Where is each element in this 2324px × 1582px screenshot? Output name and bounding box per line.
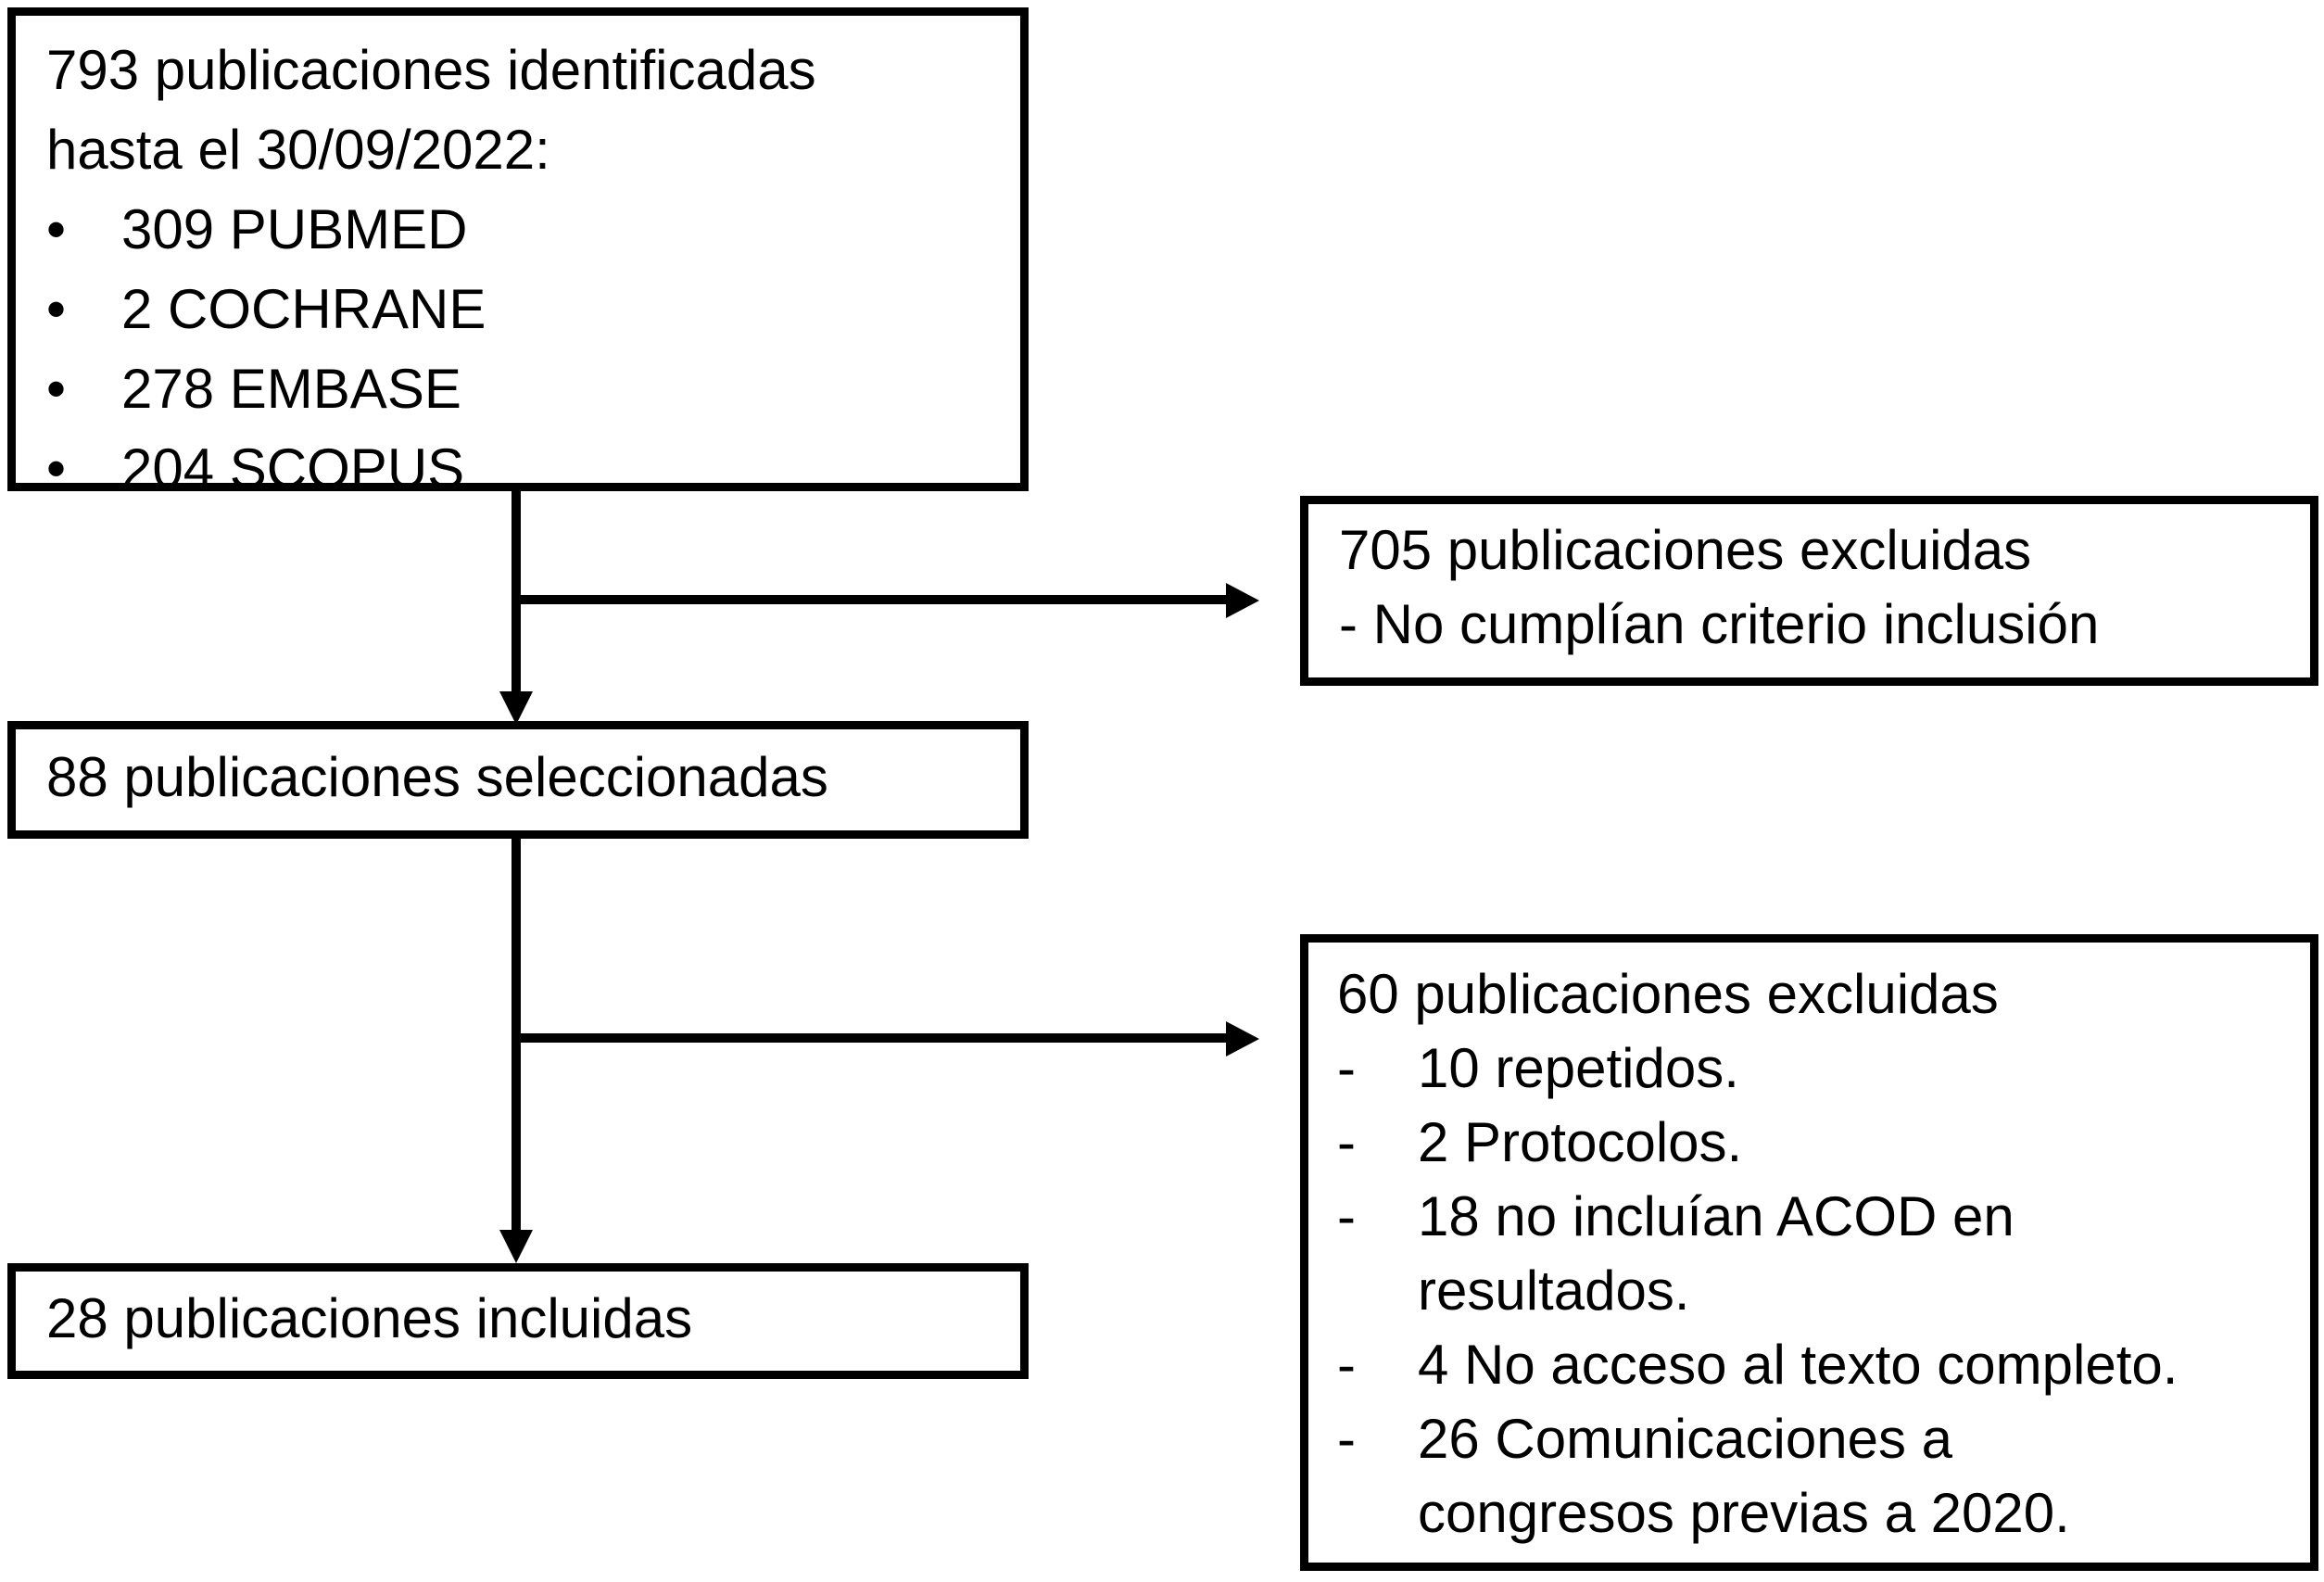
identified-item-label: 278 EMBASE bbox=[121, 358, 461, 420]
identified-item-label: 2 COCHRANE bbox=[121, 278, 486, 340]
arrowhead-right-icon bbox=[1226, 1021, 1259, 1057]
bullet-icon: • bbox=[46, 278, 67, 340]
identified-item-cochrane: • 2 COCHRANE bbox=[46, 270, 1002, 349]
box-included-publications: 28 publicaciones incluidas bbox=[7, 1263, 1029, 1379]
identified-title-line2: hasta el 30/09/2022: bbox=[46, 119, 550, 181]
connector-branch-to-excluded-first bbox=[512, 595, 1230, 604]
bullet-icon: • bbox=[46, 198, 67, 260]
bullet-icon: • bbox=[46, 358, 67, 420]
excluded-second-item-label: 4 No acceso al texto completo. bbox=[1418, 1334, 2179, 1396]
excluded-second-item-label: 26 Comunicaciones a congresos previas a … bbox=[1418, 1408, 2070, 1544]
dash-icon: - bbox=[1337, 1185, 1356, 1247]
bullet-icon: • bbox=[46, 437, 67, 500]
dash-icon: - bbox=[1337, 1408, 1356, 1470]
connector-identified-to-selected bbox=[512, 489, 521, 695]
box-selected-publications: 88 publicaciones seleccionadas bbox=[7, 721, 1029, 839]
excluded-second-item-congress: - 26 Comunicaciones a congresos previas … bbox=[1337, 1402, 2292, 1550]
excluded-second-item-protocols: - 2 Protocolos. bbox=[1337, 1106, 2292, 1180]
identified-item-embase: • 278 EMBASE bbox=[46, 349, 1002, 429]
arrowhead-down-icon bbox=[499, 691, 533, 725]
selected-label: 88 publicaciones seleccionadas bbox=[46, 745, 828, 808]
excluded-first-line2: - No cumplían criterio inclusión bbox=[1339, 593, 2100, 655]
excluded-second-item-repeated: - 10 repetidos. bbox=[1337, 1031, 2292, 1106]
included-label: 28 publicaciones incluidas bbox=[46, 1286, 693, 1349]
connector-branch-to-excluded-second bbox=[512, 1033, 1230, 1043]
identified-item-label: 204 SCOPUS bbox=[121, 437, 465, 500]
box-identified-publications: 793 publicaciones identificadas hasta el… bbox=[7, 7, 1029, 500]
box-excluded-first: 705 publicaciones excluidas - No cumplía… bbox=[1300, 496, 2318, 686]
identified-title-line1: 793 publicaciones identificadas bbox=[46, 39, 816, 101]
identified-item-pubmed: • 309 PUBMED bbox=[46, 190, 1002, 270]
excluded-second-item-label: 2 Protocolos. bbox=[1418, 1111, 1743, 1173]
excluded-first-line1: 705 publicaciones excluidas bbox=[1339, 519, 2032, 581]
dash-icon: - bbox=[1337, 1334, 1356, 1396]
excluded-second-item-no-fulltext: - 4 No acceso al texto completo. bbox=[1337, 1328, 2292, 1402]
arrowhead-down-icon bbox=[499, 1230, 533, 1263]
identified-item-scopus: • 204 SCOPUS bbox=[46, 429, 1002, 509]
dash-icon: - bbox=[1337, 1037, 1356, 1099]
excluded-second-item-label: 18 no incluían ACOD en resultados. bbox=[1418, 1185, 2015, 1322]
excluded-second-item-no-acod: - 18 no incluían ACOD en resultados. bbox=[1337, 1180, 2292, 1328]
identified-item-label: 309 PUBMED bbox=[121, 198, 468, 260]
excluded-second-title: 60 publicaciones excluidas bbox=[1337, 963, 1999, 1025]
excluded-second-item-label: 10 repetidos. bbox=[1418, 1037, 1739, 1099]
arrowhead-right-icon bbox=[1226, 583, 1259, 618]
box-excluded-second: 60 publicaciones excluidas - 10 repetido… bbox=[1300, 934, 2318, 1571]
dash-icon: - bbox=[1337, 1111, 1356, 1173]
